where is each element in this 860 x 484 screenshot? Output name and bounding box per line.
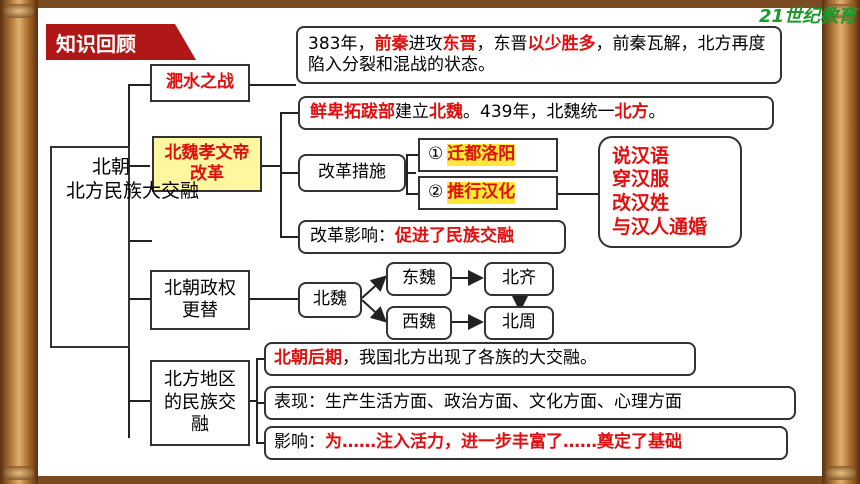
impact-text: 促进了民族交融 <box>395 226 514 247</box>
connector <box>128 298 150 300</box>
fusion-row-1: 北朝后期，我国北方出现了各族的大交融。 <box>264 342 696 376</box>
impact-label: 改革影响： <box>310 226 395 247</box>
fusion-row-3-text: 影响：为……注入活力，进一步丰富了……奠定了基础 <box>274 432 682 453</box>
xiwei-node: 西魏 <box>386 306 452 340</box>
hanhua-item: 说汉语 <box>612 144 670 167</box>
fusion-node: 北方地区的民族交融 <box>150 360 250 446</box>
highlight-text: 为……注入活力，进一步丰富了……奠定了基础 <box>325 432 682 453</box>
impact-node: 改革影响： 促进了民族交融 <box>298 220 566 254</box>
connector <box>128 84 150 86</box>
scroll-knob <box>4 4 34 18</box>
beiwei-establish: 鲜卑拓跋部建立北魏。439年，北魏统一北方。 <box>298 96 774 130</box>
connector <box>406 172 416 174</box>
plain-text: 进攻 <box>408 33 443 54</box>
scroll-left-rod <box>0 0 38 484</box>
connector <box>256 358 258 442</box>
plain-text: ，前秦瓦解，北方再度陷入分裂和混战的状态。 <box>308 33 766 75</box>
highlight-text: 鲜卑拓跋部 <box>310 102 395 123</box>
highlight-text: 以少胜多 <box>527 33 596 54</box>
beizhou-label: 北周 <box>502 312 536 333</box>
scroll-right-rod <box>822 0 860 484</box>
connector <box>256 358 264 360</box>
establish-text: 鲜卑拓跋部建立北魏。439年，北魏统一北方。 <box>310 102 665 123</box>
fusion-label: 北方地区的民族交融 <box>164 369 236 436</box>
plain-text: ，我国北方出现了各族的大交融。 <box>342 348 597 369</box>
root-node: 北朝 北方民族大交融 <box>50 146 199 348</box>
plain-text: 影响： <box>274 432 325 453</box>
hanhua-item: 改汉姓 <box>612 192 670 214</box>
plain-text: ，东晋 <box>476 33 528 54</box>
hanhua-list: 说汉语 穿汉服 改汉姓 与汉人通婚 <box>598 136 742 248</box>
connector <box>262 165 280 167</box>
fusion-row-3: 影响：为……注入活力，进一步丰富了……奠定了基础 <box>264 426 788 460</box>
measure-2-text: 推行汉化 <box>447 182 516 204</box>
hanhua-item: 与汉人通婚 <box>612 215 708 238</box>
measure-1: ① 迁都洛阳 <box>418 138 558 172</box>
regime-label: 北朝政权更替 <box>164 277 236 322</box>
regime-node: 北朝政权更替 <box>150 270 250 330</box>
connector <box>280 112 282 236</box>
connector <box>250 400 256 402</box>
measures-node: 改革措施 <box>298 154 406 192</box>
measure-2: ② 推行汉化 <box>418 176 558 210</box>
connector <box>558 193 598 195</box>
measures-label: 改革措施 <box>318 162 386 183</box>
feishui-node: 淝水之战 <box>150 64 250 102</box>
hanhua-item: 穿汉服 <box>612 168 670 191</box>
section-title: 知识回顾 <box>46 24 196 60</box>
connector <box>280 112 298 114</box>
plain-text: 。439年，北魏统一 <box>463 102 615 123</box>
plain-text: 。 <box>648 102 666 123</box>
dongwei-label: 东魏 <box>402 268 436 289</box>
measure-1-num: ① <box>428 144 444 165</box>
measure-1-text: 迁都洛阳 <box>447 144 516 166</box>
dongwei-node: 东魏 <box>386 262 452 296</box>
highlight-text: 北魏 <box>429 102 463 123</box>
beiqi-node: 北齐 <box>484 262 554 296</box>
connector <box>250 84 296 86</box>
feishui-text: 383年，前秦进攻东晋，东晋以少胜多，前秦瓦解，北方再度陷入分裂和混战的状态。 <box>308 34 770 77</box>
highlight-text: 北方 <box>614 102 649 123</box>
beiwei-label: 北魏 <box>313 289 347 310</box>
xiwei-label: 西魏 <box>402 312 436 333</box>
scroll-knob <box>4 466 34 480</box>
measure-2-num: ② <box>428 182 444 203</box>
beiwei-node: 北魏 <box>298 282 362 318</box>
highlight-text: 前秦 <box>374 33 409 54</box>
feishui-detail: 383年，前秦进攻东晋，东晋以少胜多，前秦瓦解，北方再度陷入分裂和混战的状态。 <box>296 26 782 84</box>
root-line2: 北方民族大交融 <box>66 179 200 202</box>
connector <box>406 154 408 194</box>
connector <box>280 172 298 174</box>
highlight-text: 东晋 <box>442 33 477 54</box>
connector <box>406 193 418 195</box>
scroll-knob <box>826 4 856 18</box>
connector <box>128 165 150 167</box>
feishui-label: 淝水之战 <box>166 72 234 93</box>
beizhou-node: 北周 <box>484 306 554 340</box>
connector <box>128 400 150 402</box>
connector <box>256 402 264 404</box>
xiaowen-label: 北魏孝文帝改革 <box>164 142 250 184</box>
xiaowen-node: 北魏孝文帝改革 <box>152 136 262 192</box>
plain-text: 383年， <box>308 33 375 54</box>
beiqi-label: 北齐 <box>502 268 536 289</box>
plain-text: 建立 <box>395 102 429 123</box>
scroll-knob <box>826 466 856 480</box>
fusion-row-2-text: 表现：生产生活方面、政治方面、文化方面、心理方面 <box>274 392 682 413</box>
root-line1: 北朝 <box>92 156 131 178</box>
connector <box>256 442 264 444</box>
connector <box>406 154 418 156</box>
connector <box>130 240 152 242</box>
connector <box>280 236 298 238</box>
connector <box>250 298 298 300</box>
fusion-row-1-text: 北朝后期，我国北方出现了各族的大交融。 <box>274 348 597 369</box>
highlight-text: 北朝后期 <box>274 348 342 369</box>
fusion-row-2: 表现：生产生活方面、政治方面、文化方面、心理方面 <box>264 386 796 420</box>
site-logo: 21世纪教育 <box>758 6 856 27</box>
